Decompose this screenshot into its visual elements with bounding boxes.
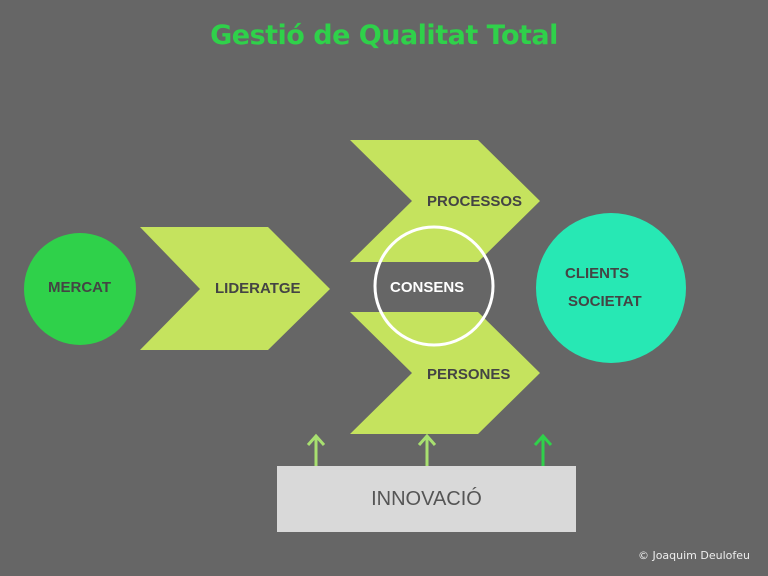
innovacio-box <box>277 466 576 532</box>
innovacio-label: INNOVACIÓ <box>371 488 482 510</box>
lideratge-chevron <box>140 227 330 350</box>
consens-label: CONSENS <box>390 279 465 296</box>
processos-label: PROCESSOS <box>427 193 523 210</box>
persones-label: PERSONES <box>427 366 511 383</box>
persones-chevron <box>350 312 540 434</box>
arrow-up-icon-left <box>306 433 326 466</box>
page-title: Gestió de Qualitat Total <box>210 20 558 51</box>
consens-ring <box>373 225 495 347</box>
copyright-credit: © Joaquim Deulofeu <box>637 549 750 562</box>
societat-label: SOCIETAT <box>568 293 642 310</box>
processos-chevron <box>350 140 540 262</box>
arrow-up-icon-middle <box>417 433 437 466</box>
mercat-circle <box>24 233 136 345</box>
clients-circle <box>536 213 686 363</box>
clients-label: CLIENTS <box>565 265 630 282</box>
arrow-up-icon-right <box>533 433 553 466</box>
mercat-label: MERCAT <box>48 279 112 296</box>
lideratge-label: LIDERATGE <box>215 280 301 297</box>
